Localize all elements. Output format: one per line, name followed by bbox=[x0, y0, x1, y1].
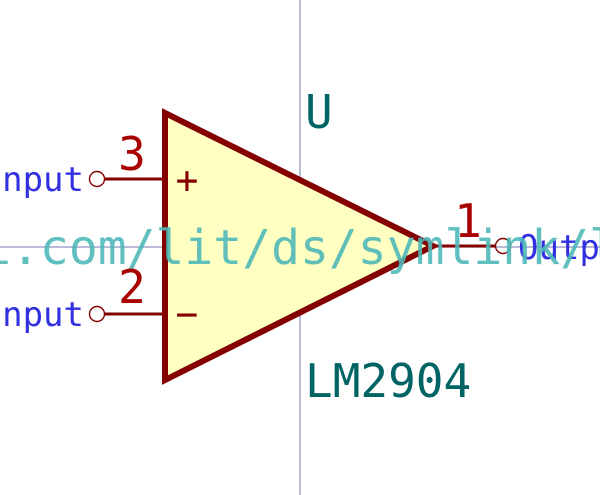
inverting-sign: − bbox=[176, 292, 199, 336]
pin-1-connection-circle[interactable] bbox=[494, 237, 512, 255]
noninverting-sign: + bbox=[176, 158, 199, 202]
pin-2-connection-circle[interactable] bbox=[88, 305, 106, 323]
reference-designator[interactable]: U bbox=[305, 85, 333, 139]
pin-3-connection-circle[interactable] bbox=[88, 170, 106, 188]
pin-1-number: 1 bbox=[454, 194, 482, 248]
value-field[interactable]: LM2904 bbox=[305, 354, 471, 408]
datasheet-field: www.ti.com/lit/ds/symlink/lm2904 bbox=[0, 220, 600, 276]
pin-3-name: Input bbox=[0, 160, 84, 200]
pin-2-name: Input bbox=[0, 295, 84, 335]
pin-1-name: Output bbox=[518, 228, 600, 268]
pin-3-number: 3 bbox=[118, 127, 146, 181]
opamp-triangle[interactable] bbox=[162, 108, 440, 385]
pin-2-number: 2 bbox=[118, 260, 146, 314]
